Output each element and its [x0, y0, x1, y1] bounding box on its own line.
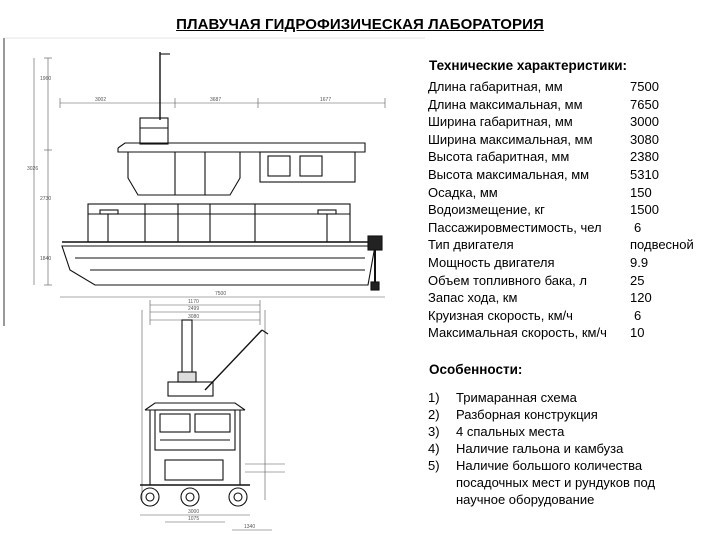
spec-value: 3080	[630, 131, 659, 147]
spec-label: Длина максимальная, мм	[428, 96, 583, 112]
dim-label: 1170	[188, 299, 199, 305]
feature-number: 5)	[428, 458, 440, 473]
spec-label: Длина габаритная, мм	[428, 79, 563, 94]
feature-item: 5) Наличие большого количества посадочных…	[428, 457, 704, 508]
spec-value: 120	[630, 290, 652, 306]
spec-row: Длина максимальная, мм 7650	[428, 97, 718, 115]
spec-value: 6	[634, 307, 642, 323]
page-title: ПЛАВУЧАЯ ГИДРОФИЗИЧЕСКАЯ ЛАБОРАТОРИЯ	[176, 16, 544, 33]
spec-row: Круизная скорость, км/ч 6	[428, 308, 718, 326]
dim-label: 2499	[188, 306, 199, 312]
spec-row: Объем топливного бака, л 25	[428, 273, 718, 291]
feature-number: 1)	[428, 390, 440, 405]
spec-value: подвесной	[630, 237, 694, 253]
dim-label: 1677	[320, 97, 331, 103]
spec-row: Максимальная скорость, км/ч 10	[428, 325, 718, 343]
spec-value: 10	[630, 325, 645, 341]
spec-row: Высота максимальная, мм 5310	[428, 167, 718, 185]
spec-label: Запас хода, км	[428, 290, 518, 306]
spec-label: Водоизмещение, кг	[428, 202, 545, 218]
spec-row: Тип двигателя подвесной	[428, 237, 718, 255]
feature-text: Наличие гальона и камбуза	[456, 441, 624, 456]
dim-label: 1840	[40, 256, 51, 262]
spec-value: 1500	[630, 202, 659, 218]
spec-value: 7500	[630, 79, 659, 94]
spec-label: Высота габаритная, мм	[428, 149, 570, 165]
dim-label: 3687	[210, 97, 221, 103]
spec-row: Водоизмещение, кг 1500	[428, 202, 718, 220]
spec-row: Пассажировместимость, чел 6	[428, 220, 718, 238]
spec-value: 7650	[630, 96, 659, 112]
spec-value: 9.9	[630, 254, 649, 270]
side-view-drawing	[33, 52, 386, 298]
spec-value: 2380	[630, 149, 659, 165]
feature-number: 2)	[428, 407, 440, 422]
features-section: Особенности: 1) Тримаранная схема 2) Разбо…	[428, 362, 718, 508]
feature-item: 3) 4 спальных места	[428, 423, 704, 440]
dim-label: 7500	[215, 291, 226, 297]
spec-row: Ширина габаритная, мм 3000	[428, 114, 718, 132]
dim-label: 2730	[40, 196, 51, 202]
spec-label: Объем топливного бака, л	[428, 272, 587, 288]
dim-label: 3002	[95, 97, 106, 103]
spec-row: Запас хода, км 120	[428, 290, 718, 308]
dim-label: 3026	[27, 166, 38, 172]
dim-label: 3080	[188, 314, 199, 320]
spec-row: Мощность двигателя 9.9	[428, 255, 718, 273]
dim-label: 1960	[40, 76, 51, 82]
spec-value: 25	[630, 272, 645, 288]
feature-text: Разборная конструкция	[456, 407, 598, 422]
feature-text: Наличие большого количества посадочных м…	[456, 458, 656, 507]
spec-row: Осадка, мм 150	[428, 185, 718, 203]
feature-item: 2) Разборная конструкция	[428, 406, 704, 423]
dim-label: 3000	[188, 509, 199, 515]
feature-number: 3)	[428, 424, 440, 439]
spec-value: 5310	[630, 166, 659, 182]
spec-row: Длина габаритная, мм 7500	[428, 79, 718, 97]
feature-number: 4)	[428, 441, 440, 456]
feature-text: Тримаранная схема	[456, 390, 577, 405]
spec-row: Ширина максимальная, мм 3080	[428, 132, 718, 150]
dim-label: 1075	[188, 516, 199, 522]
spec-label: Ширина габаритная, мм	[428, 114, 573, 130]
spec-label: Максимальная скорость, км/ч	[428, 325, 607, 341]
specs-heading: Технические характеристики:	[429, 58, 628, 73]
feature-text: 4 спальных места	[456, 424, 565, 439]
spec-value: 6	[634, 219, 642, 235]
specs-section: Технические характеристики: Длина габари…	[428, 58, 718, 343]
features-heading: Особенности:	[429, 362, 523, 377]
spec-label: Ширина максимальная, мм	[428, 131, 593, 147]
dim-label: 1340	[244, 524, 255, 530]
spec-row: Высота габаритная, мм 2380	[428, 149, 718, 167]
spec-label: Мощность двигателя	[428, 254, 555, 270]
spec-label: Осадка, мм	[428, 184, 498, 200]
feature-item: 4) Наличие гальона и камбуза	[428, 440, 704, 457]
spec-value: 3000	[630, 114, 659, 130]
spec-label: Тип двигателя	[428, 237, 514, 253]
spec-label: Пассажировместимость, чел	[428, 219, 602, 235]
feature-item: 1) Тримаранная схема	[428, 389, 704, 406]
front-view-drawing	[140, 300, 285, 531]
spec-value: 150	[630, 184, 652, 200]
spec-label: Круизная скорость, км/ч	[428, 307, 573, 323]
spec-label: Высота максимальная, мм	[428, 166, 590, 182]
